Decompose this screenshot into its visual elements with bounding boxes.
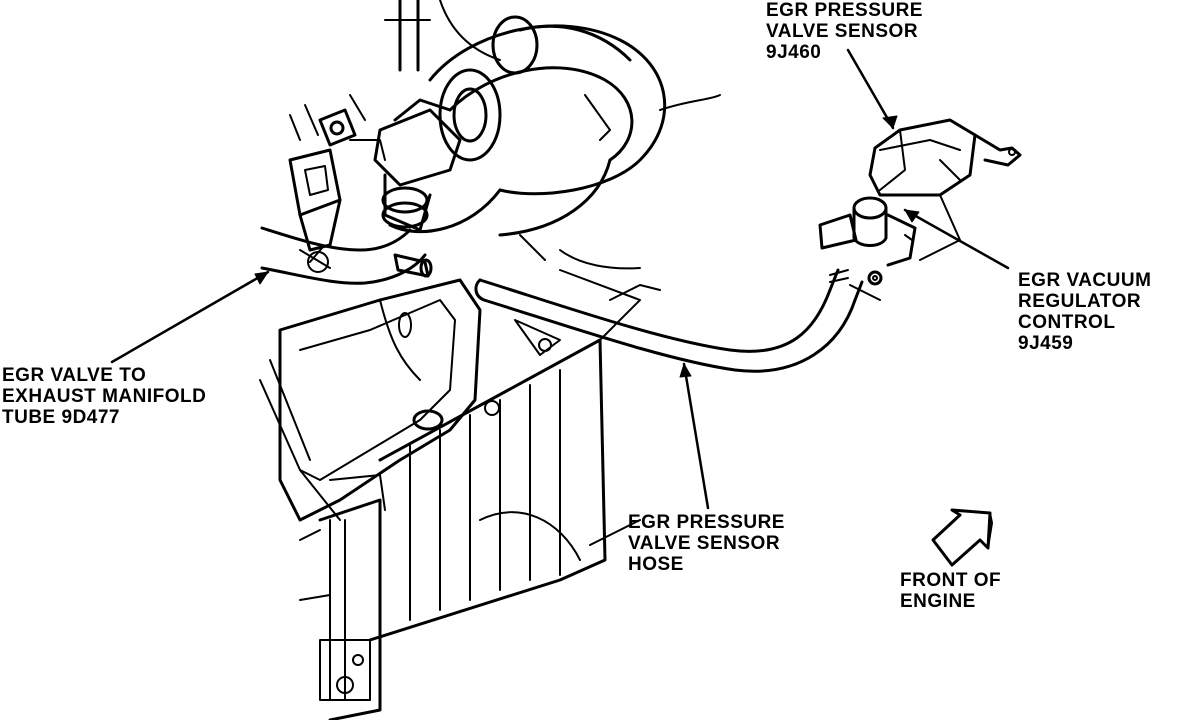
oil-pan (299, 269, 661, 720)
leader-lines (110, 48, 1010, 510)
front-of-engine-arrow-icon (931, 508, 993, 567)
label-egr-valve-to-exhaust-manifold-tube: EGR VALVE TO EXHAUST MANIFOLD TUBE 9D477 (2, 365, 206, 428)
egr-valve (288, 94, 462, 252)
sensor-hose-drawing (474, 268, 864, 373)
label-line: EGR VACUUM (1018, 270, 1152, 291)
label-line: HOSE (628, 554, 684, 575)
label-egr-vacuum-regulator-control: EGR VACUUM REGULATOR CONTROL 9J459 (1018, 270, 1151, 354)
label-line: VALVE SENSOR (766, 21, 919, 42)
label-part-number: 9J460 (766, 42, 822, 63)
label-line: CONTROL (1018, 312, 1116, 333)
label-egr-pressure-valve-sensor-hose: EGR PRESSURE VALVE SENSOR HOSE (628, 512, 785, 575)
engine-block-front (259, 278, 482, 522)
sensor-assembly (818, 118, 1022, 301)
label-front-of-engine: FRONT OF ENGINE (900, 570, 1001, 612)
label-line: ENGINE (900, 591, 976, 612)
label-part-number: 9J459 (1018, 333, 1074, 354)
label-line: REGULATOR (1018, 291, 1142, 312)
label-line: EGR VALVE TO (2, 365, 147, 386)
intake-manifold (384, 0, 721, 270)
label-line: TUBE 9D477 (2, 407, 120, 428)
label-line: FRONT OF (900, 570, 1002, 591)
label-egr-pressure-valve-sensor: EGR PRESSURE VALVE SENSOR 9J460 (766, 0, 923, 63)
label-line: EGR PRESSURE (766, 0, 923, 21)
label-line: EXHAUST MANIFOLD (2, 386, 207, 407)
label-line: VALVE SENSOR (628, 533, 781, 554)
egr-tube-drawing (260, 226, 433, 285)
label-line: EGR PRESSURE (628, 512, 785, 533)
